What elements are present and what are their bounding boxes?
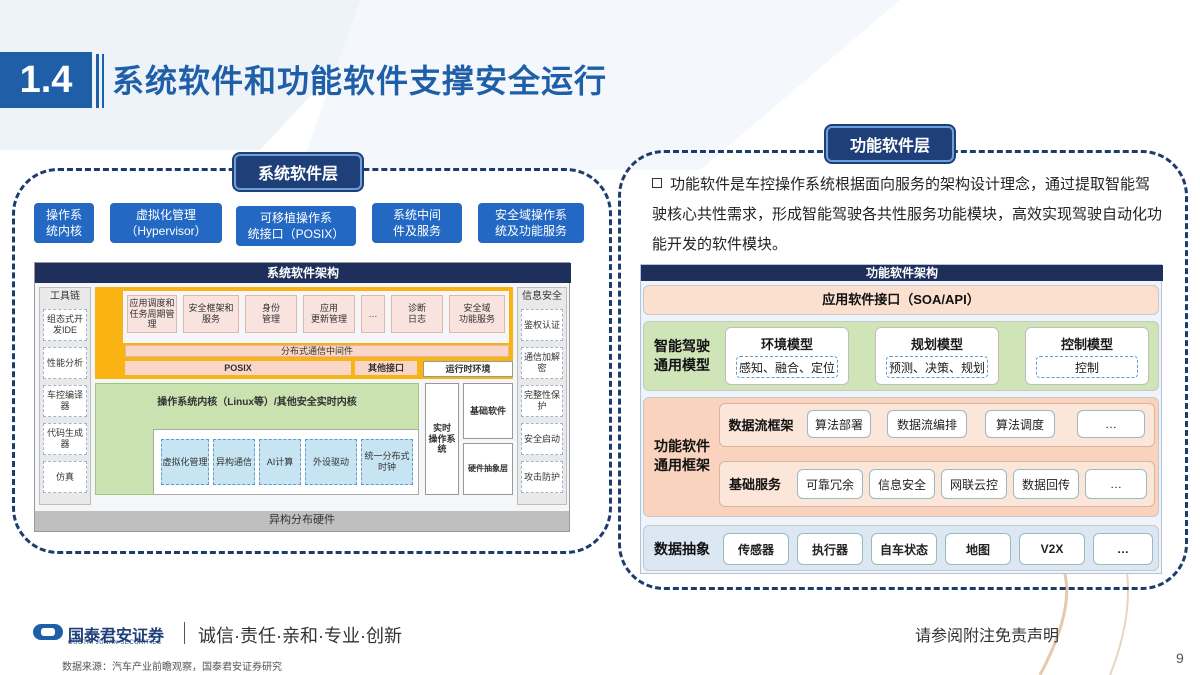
data-abs-item: V2X (1019, 533, 1085, 565)
page-title: 系统软件和功能软件支撑安全运行 (112, 63, 608, 99)
planning-model: 规划模型 预测、决策、规划 (875, 327, 999, 385)
toolchain-item: 代码生成器 (43, 423, 87, 455)
middleware-item: 安全域 功能服务 (449, 295, 505, 333)
control-model-sub: 控制 (1036, 356, 1138, 378)
environment-model: 环境模型 感知、融合、定位 (725, 327, 849, 385)
system-software-tag: 系统软件层 (234, 154, 363, 190)
virt-item: 异构通信 (213, 439, 255, 485)
toolchain-item: 仿真 (43, 461, 87, 493)
middleware-item: 安全框架和 服务 (183, 295, 239, 333)
section-number: 1.4 (0, 52, 92, 108)
base-services-label: 基础服务 (728, 477, 781, 492)
middleware-item: … (361, 295, 385, 333)
hardware-bar: 异构分布硬件 (35, 511, 569, 531)
realtime-os: 实时 操作系统 (425, 383, 459, 495)
other-interface-bar: 其他接口 (355, 361, 417, 375)
environment-model-title: 环境模型 (760, 337, 813, 352)
security-item: 安全启动 (521, 423, 563, 455)
toolchain-item: 车控编译器 (43, 385, 87, 417)
hypervisor-button[interactable]: 虚拟化管理 （Hypervisor） (110, 203, 222, 243)
data-abs-item: 执行器 (797, 533, 863, 565)
middleware-button[interactable]: 系统中间 件及服务 (372, 203, 462, 243)
toolchain-item: 性能分析 (43, 347, 87, 379)
basic-software: 基础软件 (463, 383, 513, 439)
control-model: 控制模型 控制 (1025, 327, 1149, 385)
system-architecture-diagram: 系统软件架构 工具链 组态式开发IDE 性能分析 车控编译器 代码生成器 仿真 … (34, 262, 571, 532)
base-services-frame (719, 461, 1155, 507)
functional-architecture-title: 功能软件架构 (641, 265, 1163, 281)
security-item: 攻击防护 (521, 461, 563, 493)
comm-middleware-bar: 分布式通信中间件 (125, 345, 509, 357)
company-slogan: 诚信·责任·亲和·专业·创新 (198, 626, 402, 646)
virt-item: 虚拟化管理 (161, 439, 209, 485)
middleware-item: 身份 管理 (245, 295, 297, 333)
posix-bar: POSIX (125, 361, 351, 375)
system-architecture-title: 系统软件架构 (35, 263, 571, 283)
planning-model-title: 规划模型 (910, 337, 963, 352)
base-item: … (1085, 469, 1147, 499)
hw-abstraction: 硬件抽象层 (463, 443, 513, 495)
data-abs-item: 地图 (945, 533, 1011, 565)
planning-model-sub: 预测、决策、规划 (886, 356, 988, 378)
disclaimer-link[interactable]: 请参阅附注免责声明 (915, 628, 1060, 645)
company-logo-icon (33, 624, 63, 640)
toolchain-item: 组态式开发IDE (43, 309, 87, 341)
footer-separator (184, 622, 185, 644)
functional-software-tag: 功能软件层 (826, 126, 955, 162)
os-kernel-button[interactable]: 操作系 统内核 (34, 203, 94, 243)
functional-architecture-diagram: 功能软件架构 应用软件接口（SOA/API） 智能驾驶 通用模型 环境模型 感知… (640, 264, 1163, 574)
section-divider (96, 54, 99, 108)
middleware-item: 诊断 日志 (391, 295, 443, 333)
virt-item: 统一分布式 时钟 (361, 439, 413, 485)
data-source: 数据来源：汽车产业前瞻观察，国泰君安证券研究 (62, 662, 282, 673)
company-name-en: GUOTAI JUNAN SECURITIES (68, 640, 162, 646)
security-item: 通信加解密 (521, 347, 563, 379)
data-abs-item: … (1093, 533, 1153, 565)
security-header: 信息安全 (522, 291, 562, 302)
company-name: 国泰君安证券 (68, 628, 165, 645)
dataflow-item: … (1077, 410, 1145, 438)
framework-label: 功能软件 通用框架 (654, 438, 710, 473)
description-text: 功能软件是车控操作系统根据面向服务的架构设计理念，通过提取智能驾驶核心共性需求，… (652, 176, 1163, 253)
middleware-item: 应用调度和 任务周期管理 (127, 295, 177, 333)
environment-model-sub: 感知、融合、定位 (736, 356, 838, 378)
dataflow-item: 算法调度 (985, 410, 1055, 438)
dataflow-item: 数据流编排 (887, 410, 967, 438)
base-item: 数据回传 (1013, 469, 1079, 499)
functional-software-description: 功能软件是车控操作系统根据面向服务的架构设计理念，通过提取智能驾驶核心共性需求，… (652, 170, 1164, 260)
base-item: 可靠冗余 (797, 469, 863, 499)
security-item: 完整性保护 (521, 385, 563, 417)
base-item: 网联云控 (941, 469, 1007, 499)
section-divider-thin (102, 54, 104, 108)
dataflow-item: 算法部署 (807, 410, 871, 438)
security-domain-button[interactable]: 安全域操作系 统及功能服务 (478, 203, 584, 243)
toolchain-header: 工具链 (50, 291, 80, 302)
middleware-item: 应用 更新管理 (303, 295, 355, 333)
api-bar-label: 应用软件接口（SOA/API） (822, 292, 980, 307)
virt-item: 外设驱动 (305, 439, 357, 485)
data-abs-item: 自车状态 (871, 533, 937, 565)
runtime-env-bar: 运行时环境 (423, 361, 513, 377)
kernel-label: 操作系统内核（Linux等）/其他安全实时内核 (157, 397, 357, 408)
page-number: 9 (1176, 650, 1184, 666)
posix-button[interactable]: 可移植操作系 统接口（POSIX） (236, 206, 356, 246)
data-abs-item: 传感器 (723, 533, 789, 565)
security-item: 鉴权认证 (521, 309, 563, 341)
bullet-square-icon (652, 178, 662, 189)
base-item: 信息安全 (869, 469, 935, 499)
data-abstraction-label: 数据抽象 (654, 541, 710, 557)
virt-item: AI计算 (259, 439, 301, 485)
dataflow-label: 数据流框架 (728, 418, 794, 433)
api-bar (643, 285, 1159, 315)
common-models-label: 智能驾驶 通用模型 (654, 338, 710, 373)
control-model-title: 控制模型 (1060, 337, 1113, 352)
